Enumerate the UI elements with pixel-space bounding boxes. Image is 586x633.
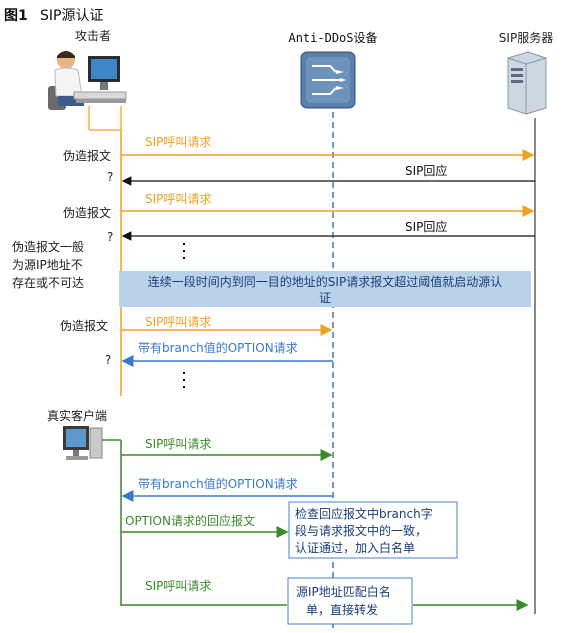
svg-text:OPTION请求的回应报文: OPTION请求的回应报文 (125, 513, 255, 528)
check-branch-box: 检查回应报文中branch字 段与请求报文中的一致， 认证通过，加入白名单 (288, 501, 458, 559)
sip-server-icon (507, 51, 547, 115)
svg-text:带有branch值的OPTION请求: 带有branch值的OPTION请求 (138, 476, 298, 491)
forged-note-line1: 伪造报文一般 (12, 239, 84, 254)
msg-sip-reply-1: SIP回应 (121, 163, 535, 186)
msg-option-1: 带有branch值的OPTION请求 (121, 340, 333, 367)
svg-text:SIP呼叫请求: SIP呼叫请求 (145, 192, 211, 206)
actor-device-label: Anti-DDoS设备 (288, 31, 377, 45)
svg-text:SIP呼叫请求: SIP呼叫请求 (145, 135, 211, 149)
figure-label: 图1 (4, 8, 28, 24)
threshold-banner: 连续一段时间内到同一目的地址的SIP请求报文超过阈值就启动源认 证 (119, 271, 531, 307)
msg-sip-call-3: SIP呼叫请求 (121, 315, 333, 336)
forged-label-2: 伪造报文 (63, 205, 111, 220)
whitelist-forward-box: 源IP地址匹配白名 单，直接转发 (287, 577, 413, 625)
svg-text:SIP呼叫请求: SIP呼叫请求 (145, 437, 211, 451)
svg-text:SIP回应: SIP回应 (405, 163, 447, 178)
question-mark-1: ? (107, 170, 113, 184)
svg-text:连续一段时间内到同一目的地址的SIP请求报文超过阈值就启动源: 连续一段时间内到同一目的地址的SIP请求报文超过阈值就启动源认 (148, 274, 502, 289)
svg-text:检查回应报文中branch字: 检查回应报文中branch字 (295, 506, 433, 521)
forged-label-3: 伪造报文 (60, 318, 108, 333)
svg-text:证: 证 (319, 291, 331, 305)
actor-client-label: 真实客户端 (47, 408, 107, 423)
forged-label-1: 伪造报文 (63, 148, 111, 163)
svg-text:段与请求报文中的一致，: 段与请求报文中的一致， (295, 523, 427, 538)
msg-sip-call-5: SIP呼叫请求 (121, 579, 529, 611)
ellipsis-1 (183, 243, 185, 259)
msg-sip-call-2: SIP呼叫请求 (121, 192, 535, 217)
svg-text:带有branch值的OPTION请求: 带有branch值的OPTION请求 (138, 340, 298, 355)
msg-option-reply: OPTION请求的回应报文 (121, 513, 289, 538)
svg-text:SIP呼叫请求: SIP呼叫请求 (145, 579, 211, 593)
svg-text:认证通过，加入白名单: 认证通过，加入白名单 (295, 540, 415, 555)
svg-text:源IP地址匹配白名: 源IP地址匹配白名 (296, 584, 391, 599)
forged-note-line2: 为源IP地址不 (12, 258, 83, 272)
msg-sip-call-4: SIP呼叫请求 (121, 437, 333, 461)
anti-ddos-device-icon (300, 51, 356, 109)
svg-text:SIP回应: SIP回应 (405, 219, 447, 234)
msg-sip-reply-2: SIP回应 (121, 219, 535, 241)
attacker-icon (48, 51, 127, 110)
question-mark-3: ? (105, 353, 111, 367)
ellipsis-2 (183, 372, 185, 388)
svg-text:SIP呼叫请求: SIP呼叫请求 (145, 315, 211, 329)
actor-attacker-label: 攻击者 (75, 29, 111, 43)
msg-sip-call-1: SIP呼叫请求 (121, 135, 535, 161)
actor-server-label: SIP服务器 (499, 30, 553, 45)
question-mark-2: ? (107, 230, 113, 244)
client-computer-icon (63, 426, 103, 460)
figure-title: SIP源认证 (40, 8, 103, 24)
forged-note-line3: 存在或不可达 (12, 276, 84, 290)
svg-text:单，直接转发: 单，直接转发 (306, 602, 378, 617)
msg-option-2: 带有branch值的OPTION请求 (121, 476, 333, 502)
